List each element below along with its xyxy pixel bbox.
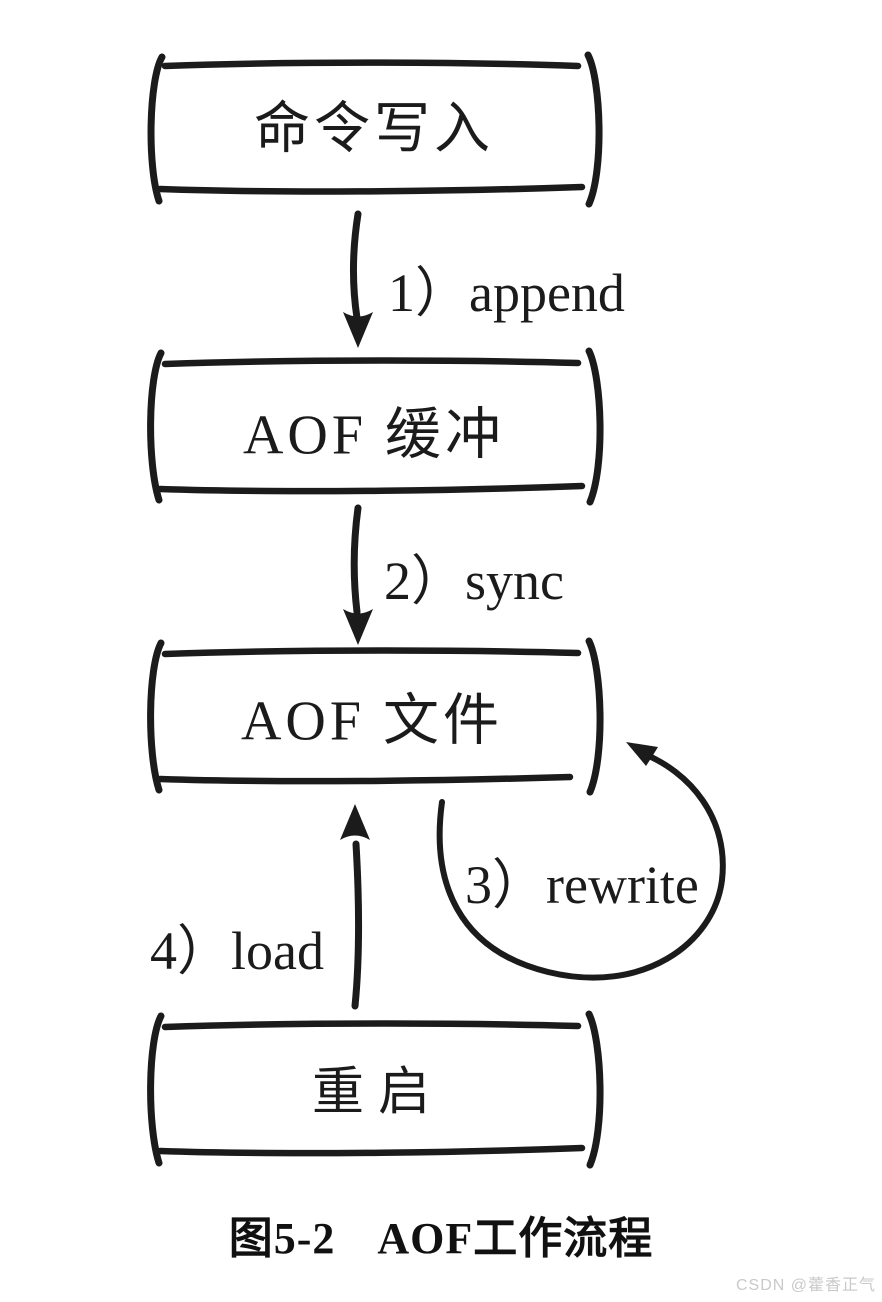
frame-top-line bbox=[161, 357, 582, 368]
frame-right-bracket bbox=[585, 637, 604, 796]
arrow-append-icon bbox=[343, 210, 373, 348]
node-frame-command-write bbox=[147, 51, 603, 208]
node-label-aof-buffer: AOF 缓冲 bbox=[242, 404, 506, 467]
frame-bottom-line bbox=[156, 773, 574, 785]
arrow-shaft bbox=[349, 210, 362, 322]
node-frame-aof-buffer bbox=[147, 347, 604, 506]
frame-top-line bbox=[161, 647, 582, 658]
node-label-restart: 重启 bbox=[311, 1064, 445, 1122]
edge-label-append: 1）append bbox=[388, 263, 625, 323]
frame-left-bracket bbox=[147, 639, 165, 794]
frame-top-line bbox=[161, 59, 582, 70]
watermark: CSDN @藿香正气 bbox=[735, 1277, 876, 1294]
frame-top-line bbox=[161, 1020, 582, 1031]
frame-left-bracket bbox=[147, 349, 165, 504]
frame-right-bracket bbox=[585, 347, 604, 506]
edge-label-sync: 2）sync bbox=[384, 551, 564, 611]
frame-right-bracket bbox=[584, 51, 603, 208]
node-frame-restart bbox=[147, 1010, 604, 1169]
arrow-sync-icon bbox=[343, 504, 373, 645]
frame-bottom-line bbox=[156, 1144, 586, 1157]
frame-bottom-line bbox=[156, 183, 586, 195]
loop-shaft bbox=[436, 750, 726, 981]
arrow-load-icon bbox=[340, 804, 370, 1010]
arrow-shaft bbox=[351, 840, 362, 1010]
arrowhead-down-icon bbox=[343, 312, 373, 348]
arrow-shaft bbox=[350, 504, 362, 616]
node-label-command-write: 命令写入 bbox=[254, 98, 494, 161]
frame-left-bracket bbox=[147, 1012, 165, 1167]
node-label-aof-file: AOF 文件 bbox=[240, 690, 504, 753]
frame-bottom-line bbox=[156, 482, 586, 495]
figure-title: AOF工作流程 bbox=[377, 1214, 654, 1263]
edge-label-load: 4）load bbox=[150, 921, 324, 981]
frame-left-bracket bbox=[147, 53, 166, 205]
arrow-rewrite-loop-icon bbox=[436, 742, 726, 981]
node-frame-aof-file bbox=[147, 637, 604, 796]
frame-right-bracket bbox=[585, 1010, 604, 1169]
figure-caption: 图5-2 AOF工作流程 bbox=[0, 1202, 882, 1266]
figure-number: 图5-2 bbox=[228, 1214, 336, 1263]
arrowhead-up-icon bbox=[340, 804, 370, 840]
edge-label-rewrite: 3）rewrite bbox=[465, 855, 699, 915]
arrowhead-down-icon bbox=[343, 609, 373, 645]
arrowhead-upleft-icon bbox=[626, 742, 658, 766]
